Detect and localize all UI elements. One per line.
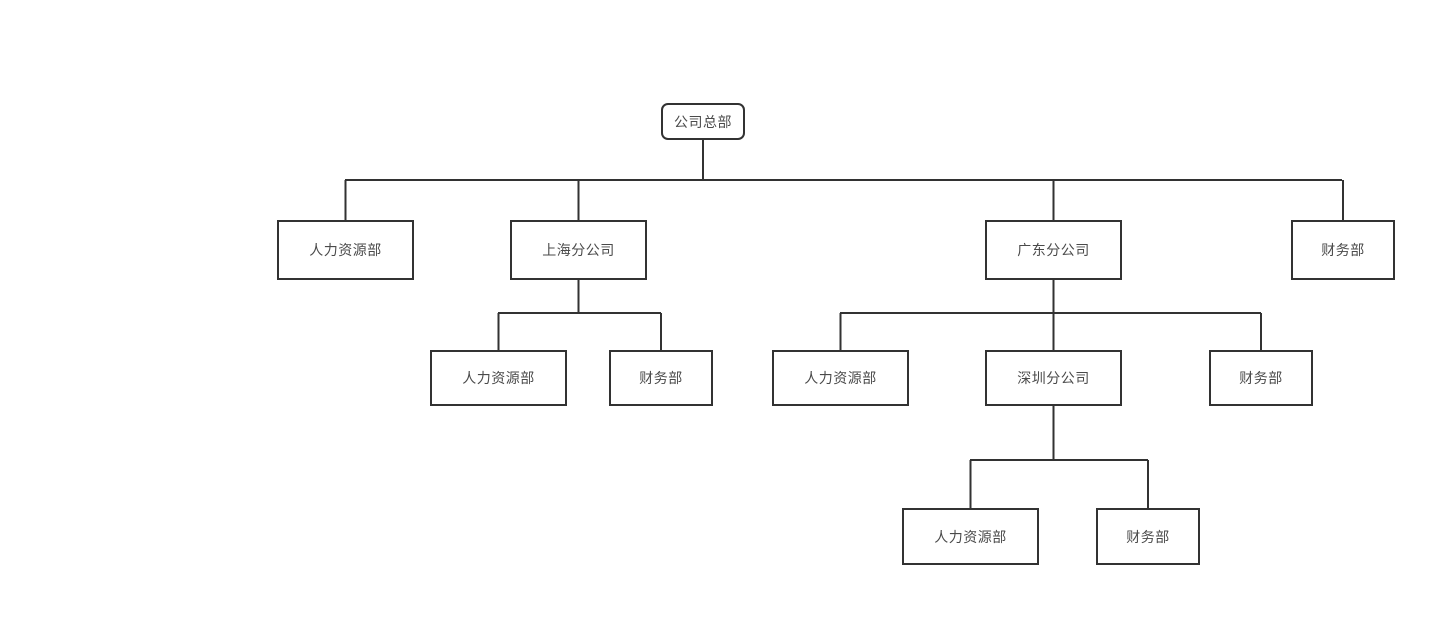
- org-node-label: 财务部: [1321, 242, 1365, 258]
- org-node-shenzhen[interactable]: 深圳分公司: [985, 350, 1122, 406]
- org-node-label: 上海分公司: [542, 242, 615, 258]
- org-node-shanghai[interactable]: 上海分公司: [510, 220, 647, 280]
- org-node-label: 人力资源部: [309, 242, 382, 258]
- org-node-sz-hr[interactable]: 人力资源部: [902, 508, 1039, 565]
- org-node-label: 财务部: [639, 370, 683, 386]
- org-node-label: 广东分公司: [1017, 242, 1090, 258]
- org-node-label: 财务部: [1239, 370, 1283, 386]
- org-node-hq-hr[interactable]: 人力资源部: [277, 220, 414, 280]
- org-node-label: 公司总部: [674, 113, 732, 130]
- org-node-hq-finance[interactable]: 财务部: [1291, 220, 1395, 280]
- org-node-label: 财务部: [1126, 528, 1170, 545]
- org-node-sh-finance[interactable]: 财务部: [609, 350, 713, 406]
- org-node-gd-finance[interactable]: 财务部: [1209, 350, 1313, 406]
- org-node-label: 人力资源部: [462, 370, 535, 386]
- org-node-label: 人力资源部: [804, 370, 877, 386]
- org-node-label: 深圳分公司: [1017, 370, 1090, 386]
- org-node-sz-finance[interactable]: 财务部: [1096, 508, 1200, 565]
- org-node-sh-hr[interactable]: 人力资源部: [430, 350, 567, 406]
- org-node-label: 人力资源部: [934, 528, 1007, 545]
- org-node-root[interactable]: 公司总部: [661, 103, 745, 140]
- org-node-guangdong[interactable]: 广东分公司: [985, 220, 1122, 280]
- org-node-gd-hr[interactable]: 人力资源部: [772, 350, 909, 406]
